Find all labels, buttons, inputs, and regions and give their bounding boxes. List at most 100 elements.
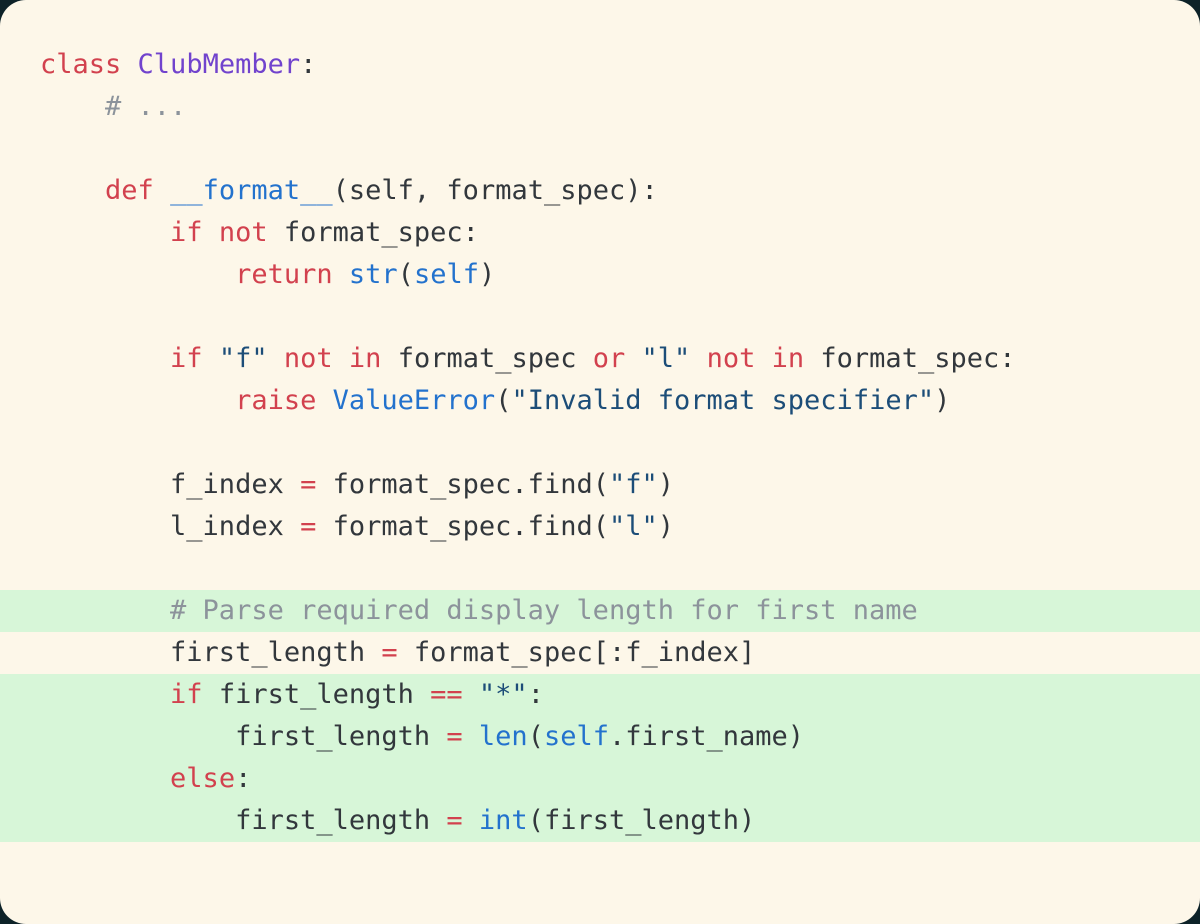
code-token-plain	[690, 343, 706, 374]
code-line: raise ValueError("Invalid format specifi…	[0, 380, 1200, 422]
code-token-string: "Invalid format specifier"	[511, 385, 935, 416]
code-token-plain	[463, 805, 479, 836]
code-line-highlighted: first_length = int(first_length)	[0, 800, 1200, 842]
code-token-plain: :	[235, 763, 252, 794]
code-token-plain: )	[657, 469, 675, 500]
code-line-highlighted: # Parse required display length for firs…	[0, 590, 1200, 632]
code-token-plain: :	[527, 679, 544, 710]
code-token-plain	[40, 763, 170, 794]
code-token-operator: =	[446, 805, 463, 836]
code-token-builtin: __format__	[170, 175, 333, 206]
code-token-keyword: if	[170, 343, 203, 374]
code-token-plain	[40, 343, 170, 374]
code-token-string: "l"	[641, 343, 691, 374]
code-token-plain: format_spec.find(	[316, 469, 609, 500]
code-token-comment: # ...	[40, 91, 187, 122]
code-token-plain: (self, format_spec):	[332, 175, 658, 206]
code-token-plain	[268, 343, 284, 374]
code-token-keyword: def	[105, 175, 154, 206]
code-line: class ClubMember:	[0, 44, 1200, 86]
code-token-plain	[333, 343, 349, 374]
code-line	[0, 128, 1200, 170]
code-line: def __format__(self, format_spec):	[0, 170, 1200, 212]
code-token-plain: first_length	[40, 805, 447, 836]
code-token-plain	[40, 679, 170, 710]
code-token-plain	[463, 721, 479, 752]
code-token-keyword: if	[170, 679, 203, 710]
code-token-plain: (	[495, 385, 512, 416]
code-token-plain	[203, 343, 219, 374]
code-token-plain	[154, 175, 170, 206]
code-line: if not format_spec:	[0, 212, 1200, 254]
code-token-string: "f"	[608, 469, 658, 500]
code-token-plain: format_spec.find(	[316, 511, 609, 542]
code-token-plain: )	[478, 259, 496, 290]
code-token-plain: format_spec:	[804, 343, 1016, 374]
code-token-plain: .first_name)	[609, 721, 805, 752]
code-token-keyword: return	[235, 259, 333, 290]
code-token-builtin: str	[348, 259, 398, 290]
code-token-operator: =	[446, 721, 463, 752]
code-token-builtin: ValueError	[332, 385, 496, 416]
code-token-operator: =	[300, 511, 317, 542]
code-token-plain	[121, 49, 137, 80]
code-token-plain: :	[300, 49, 317, 80]
code-token-plain: (first_length)	[527, 805, 756, 836]
code-line-highlighted: first_length = len(self.first_name)	[0, 716, 1200, 758]
code-token-plain	[40, 175, 105, 206]
code-token-operator: =	[381, 637, 398, 668]
code-line: if "f" not in format_spec or "l" not in …	[0, 338, 1200, 380]
code-line: f_index = format_spec.find("f")	[0, 464, 1200, 506]
code-token-plain: (	[397, 259, 414, 290]
code-token-plain	[333, 259, 349, 290]
code-token-keyword: in	[348, 343, 382, 374]
code-token-plain: )	[657, 511, 675, 542]
code-token-plain	[40, 217, 170, 248]
code-line	[0, 296, 1200, 338]
code-token-plain	[625, 343, 641, 374]
code-token-string: "*"	[478, 679, 528, 710]
code-block: class ClubMember: # ... def __format__(s…	[0, 44, 1200, 842]
code-token-string: "f"	[218, 343, 268, 374]
code-token-keyword: raise	[235, 385, 317, 416]
code-token-builtin: self	[543, 721, 609, 752]
code-token-plain: format_spec	[381, 343, 593, 374]
code-token-plain: )	[934, 385, 951, 416]
code-token-plain: first_length	[40, 637, 382, 668]
code-line-highlighted: else:	[0, 758, 1200, 800]
code-token-plain: l_index	[40, 511, 301, 542]
code-token-keyword: in	[771, 343, 805, 374]
code-line	[0, 548, 1200, 590]
code-line: return str(self)	[0, 254, 1200, 296]
code-token-plain	[463, 679, 479, 710]
code-token-builtin: len	[478, 721, 528, 752]
code-token-keyword: or	[592, 343, 626, 374]
code-token-keyword: not	[218, 217, 268, 248]
code-token-keyword: class	[40, 49, 122, 80]
code-token-plain: format_spec:	[267, 217, 479, 248]
code-line	[0, 422, 1200, 464]
code-token-operator: ==	[430, 679, 463, 710]
code-token-comment: # Parse required display length for firs…	[40, 595, 918, 626]
code-token-plain: f_index	[40, 469, 301, 500]
code-line: l_index = format_spec.find("l")	[0, 506, 1200, 548]
code-line-highlighted: if first_length == "*":	[0, 674, 1200, 716]
code-token-builtin: int	[478, 805, 528, 836]
code-token-plain	[40, 259, 235, 290]
code-token-operator: =	[300, 469, 317, 500]
code-token-keyword: if	[170, 217, 203, 248]
code-token-builtin: self	[413, 259, 479, 290]
code-token-plain: first_length	[40, 721, 447, 752]
code-token-keyword: not	[706, 343, 756, 374]
code-token-keyword: else	[170, 763, 236, 794]
code-token-plain: first_length	[202, 679, 431, 710]
code-token-plain	[203, 217, 219, 248]
code-token-plain	[40, 385, 235, 416]
code-token-plain	[755, 343, 771, 374]
code-token-plain: format_spec[:f_index]	[397, 637, 756, 668]
code-line: # ...	[0, 86, 1200, 128]
code-token-keyword: not	[283, 343, 333, 374]
code-token-string: "l"	[608, 511, 658, 542]
